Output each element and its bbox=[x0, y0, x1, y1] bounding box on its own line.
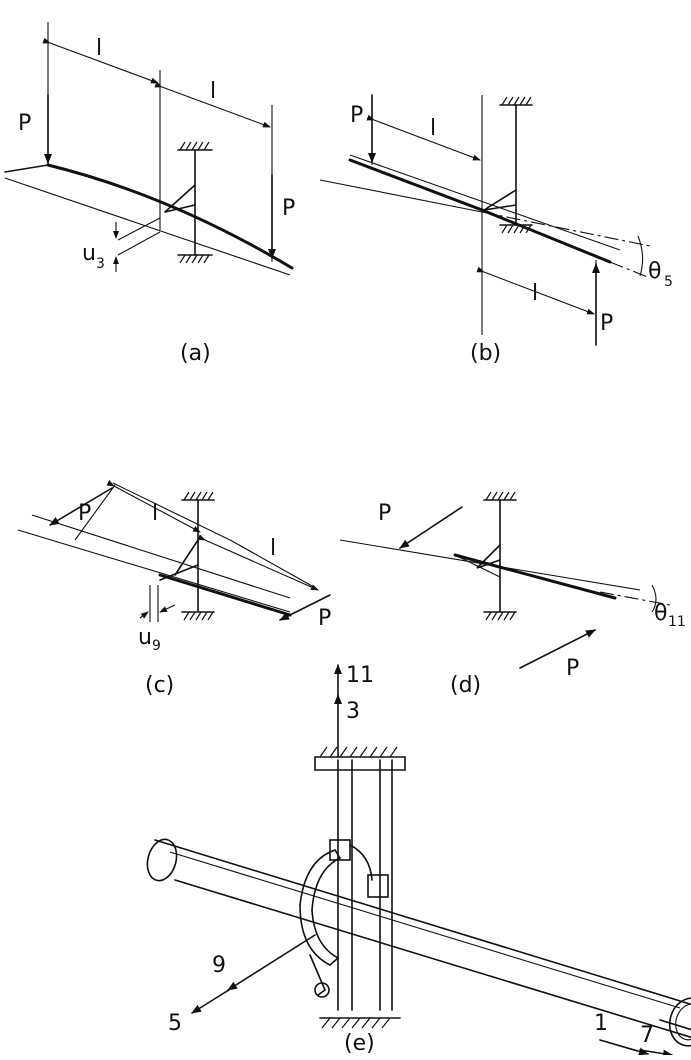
length-label: l bbox=[532, 281, 538, 306]
displacement-subscript: 9 bbox=[152, 638, 161, 654]
axis-label-5: 5 bbox=[168, 1011, 182, 1036]
caption-c: (c) bbox=[145, 673, 174, 698]
load-label: P bbox=[566, 656, 579, 681]
panel-b: P P l l θ 5 (b) bbox=[319, 94, 673, 366]
load-label: P bbox=[318, 606, 331, 631]
axis-label-11: 11 bbox=[346, 663, 374, 688]
rotation-subscript: 11 bbox=[668, 614, 686, 630]
panel-e: 11 3 9 5 1 7 (e) bbox=[146, 663, 691, 1058]
load-label: P bbox=[18, 111, 31, 136]
axis-label-7: 7 bbox=[640, 1023, 654, 1048]
length-label: l bbox=[270, 536, 276, 561]
displacement-subscript: 3 bbox=[96, 256, 105, 272]
rotation-subscript: 5 bbox=[664, 274, 673, 290]
rotation-label: θ bbox=[648, 259, 661, 284]
panel-d: P P θ 11 (d) bbox=[339, 491, 686, 698]
caption-b: (b) bbox=[470, 341, 501, 366]
panel-a: P P l l u 3 (a) bbox=[4, 22, 295, 366]
load-label: P bbox=[378, 501, 391, 526]
length-label: l bbox=[210, 79, 216, 104]
axis-label-9: 9 bbox=[212, 953, 226, 978]
load-label: P bbox=[78, 501, 91, 526]
caption-e: (e) bbox=[344, 1031, 375, 1055]
displacement-label: u bbox=[138, 625, 152, 650]
axis-label-3: 3 bbox=[346, 699, 360, 724]
panel-c: P P l l u 9 (c) bbox=[17, 480, 331, 698]
axis-label-1: 1 bbox=[594, 1011, 608, 1036]
caption-d: (d) bbox=[450, 673, 481, 698]
caption-a: (a) bbox=[180, 341, 211, 366]
length-label: l bbox=[96, 36, 102, 61]
displacement-label: u bbox=[82, 241, 96, 266]
length-label: l bbox=[152, 501, 158, 526]
load-label: P bbox=[282, 196, 295, 221]
load-label: P bbox=[350, 103, 363, 128]
rotation-label: θ bbox=[654, 601, 667, 626]
load-label: P bbox=[600, 311, 613, 336]
length-label: l bbox=[430, 116, 436, 141]
